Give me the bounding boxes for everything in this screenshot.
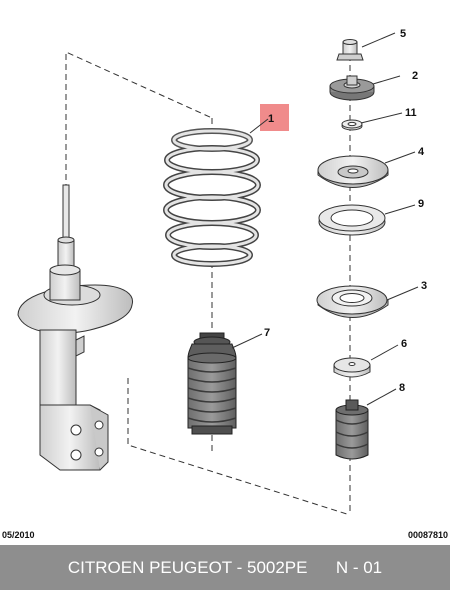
- washer: [341, 119, 363, 131]
- upper-mount: [329, 75, 375, 101]
- bearing-ring: [318, 204, 386, 236]
- coil-spring-highlight: [164, 129, 260, 266]
- callout-6: 6: [401, 338, 407, 350]
- assembly-guide-lines: [65, 45, 351, 516]
- callout-2: 2: [412, 70, 418, 82]
- lower-spring-seat: [316, 285, 389, 318]
- dust-boot: [187, 332, 237, 435]
- footer-bar: CITROEN PEUGEOT - 5002PE N - 01: [0, 545, 450, 590]
- exploded-parts-diagram: 1 5 2 11 4 9 3 6 8 7: [17, 28, 427, 516]
- callout-8: 8: [399, 382, 405, 394]
- footer-sheet: N - 01: [335, 558, 383, 577]
- callout-1: 1: [268, 113, 274, 125]
- callout-4: 4: [418, 146, 425, 158]
- callout-3: 3: [421, 280, 427, 292]
- footer-part-number: CITROEN PEUGEOT - 5002PE: [67, 558, 308, 577]
- leader-lines: [231, 32, 419, 406]
- callout-11: 11: [405, 107, 417, 119]
- callout-7: 7: [264, 327, 270, 339]
- bump-stop-cup: [333, 357, 371, 378]
- callout-5: 5: [400, 28, 406, 40]
- top-nut: [336, 39, 364, 61]
- footer-spacer: [308, 558, 336, 577]
- upper-spring-cup: [317, 155, 389, 188]
- callout-1-highlight: [260, 104, 289, 131]
- shock-absorber: [17, 184, 133, 471]
- revision-date: 05/2010: [2, 530, 35, 540]
- bump-stop: [335, 399, 369, 460]
- reference-number: 00087810: [407, 530, 448, 540]
- callout-9: 9: [418, 198, 424, 210]
